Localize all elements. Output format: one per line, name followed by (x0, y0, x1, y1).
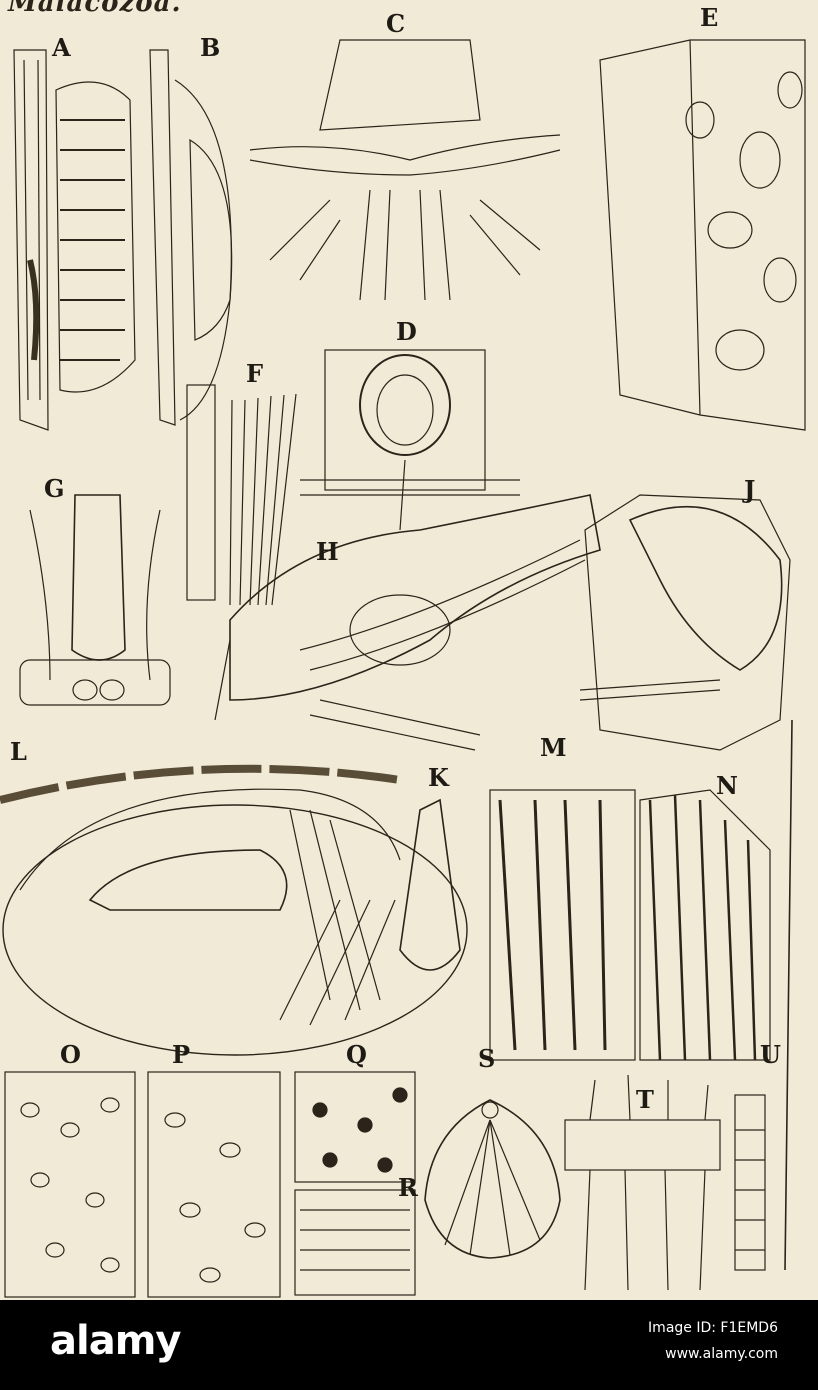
plate-illustrations (0, 39, 806, 1298)
figure-label-a: A (52, 33, 71, 62)
figure-g-drawing (19, 494, 171, 706)
figure-label-r: R (398, 1173, 418, 1202)
figure-label-k: K (428, 763, 449, 792)
figure-label-q: Q (346, 1040, 367, 1069)
engraved-plate: Malacozoa. (0, 0, 818, 1300)
figure-j-drawing (579, 494, 791, 751)
figure-label-m: M (540, 733, 567, 762)
figure-label-l: L (10, 737, 27, 766)
alamy-logo: alamy (50, 1318, 181, 1364)
figure-label-s: S (478, 1044, 496, 1073)
figure-label-h: H (316, 537, 339, 566)
figure-label-j: J (744, 475, 756, 504)
figure-l-k-drawing (0, 764, 468, 1056)
figure-label-e: E (700, 3, 719, 32)
figure-e-drawing (599, 39, 806, 431)
figure-q-drawing (294, 1071, 416, 1183)
figure-label-b: B (200, 33, 221, 62)
figure-f-drawing (186, 384, 297, 606)
figure-a-drawing (13, 49, 136, 431)
figure-m-drawing (489, 789, 636, 1061)
plate-title: Malacozoa. (8, 0, 182, 18)
figure-h-drawing (214, 494, 601, 751)
figure-c-drawing (249, 39, 561, 301)
figure-label-o: O (60, 1040, 81, 1069)
figure-n-drawing (639, 789, 771, 1061)
site-url-text: www.alamy.com (665, 1346, 778, 1362)
figure-label-g: G (44, 474, 65, 503)
figure-label-d: D (396, 317, 417, 346)
figure-o-drawing (4, 1071, 136, 1298)
figure-r-drawing (294, 1189, 416, 1296)
figure-u-drawing (734, 719, 793, 1271)
figure-label-c: C (386, 9, 406, 38)
figure-label-f: F (246, 359, 264, 388)
figure-label-t: T (636, 1085, 654, 1114)
figure-label-u: U (760, 1040, 781, 1069)
figure-t-drawing (564, 1074, 721, 1291)
image-id-text: Image ID: F1EMD6 (648, 1320, 778, 1336)
figure-label-n: N (716, 771, 738, 800)
figure-d-drawing (300, 349, 520, 531)
figure-p-drawing (147, 1071, 281, 1298)
watermark-footer: alamy Image ID: F1EMD6 www.alamy.com (0, 1300, 818, 1390)
figure-s-drawing (424, 1099, 561, 1259)
figure-label-p: P (172, 1040, 191, 1069)
figure-b-drawing (149, 49, 233, 426)
